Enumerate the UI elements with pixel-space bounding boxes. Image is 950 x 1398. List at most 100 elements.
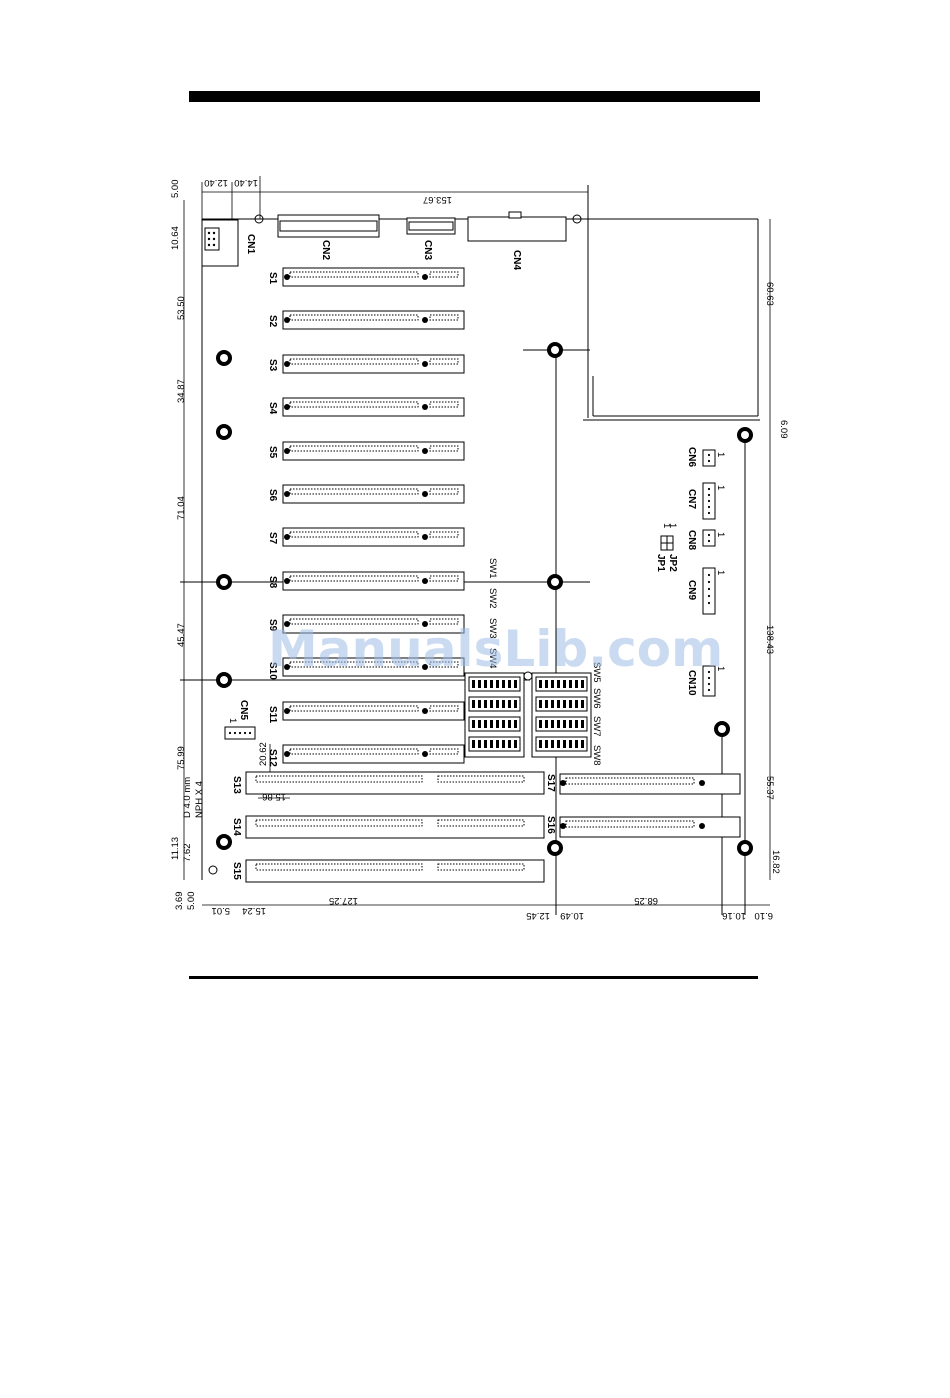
jp2-label: JP2	[667, 554, 678, 572]
cn3-label: CN3	[422, 240, 433, 260]
mounting-hole	[547, 342, 563, 358]
cn6-connector	[702, 449, 716, 467]
isa-slot-s3	[282, 354, 465, 374]
mounting-hole	[216, 424, 232, 440]
dim-top-b: 12.40	[204, 177, 228, 188]
sw7-label: SW7	[591, 716, 602, 737]
cn10-label: CN10	[686, 670, 697, 696]
pci-slot-s16	[559, 816, 741, 838]
sw8-label: SW8	[591, 745, 602, 766]
dim-left-369: 3.69	[174, 892, 185, 911]
isa-slot-s4	[282, 397, 465, 417]
cn7-connector	[702, 482, 716, 520]
dim-left-5350: 53.50	[176, 296, 187, 320]
mounting-hole	[216, 350, 232, 366]
dim-bot-1245: 12.45	[526, 910, 550, 921]
hole-note-line2: NPH X 4	[194, 781, 205, 818]
cn5-pin1: 1	[227, 718, 238, 723]
isa-slot-label-s6: S6	[267, 489, 278, 502]
nph-holes	[208, 214, 582, 875]
pci-slot-s17	[559, 773, 741, 795]
dim-left-500b: 5.00	[186, 892, 197, 911]
mounting-hole	[216, 672, 232, 688]
s14-label: S14	[231, 818, 242, 836]
cn5-connector	[224, 726, 256, 740]
dim-right-5537: 55.37	[764, 776, 775, 800]
jp1-pin1: 1	[661, 523, 672, 528]
cn10-connector	[702, 665, 716, 697]
header-rule	[189, 91, 760, 102]
isa-slot-s5	[282, 441, 465, 461]
footer-rule	[189, 976, 758, 979]
dim-left-3487: 34.87	[176, 379, 187, 403]
dim-left-7599: 75.99	[176, 746, 187, 770]
s16-label: S16	[545, 816, 556, 834]
dim-right-1682: 16.82	[770, 850, 781, 874]
cn2-label: CN2	[320, 240, 331, 260]
dim-bot-1524: 15.24	[242, 905, 266, 916]
isa-slot-label-s4: S4	[267, 402, 278, 415]
sw3-label: SW3	[487, 618, 498, 639]
dip-switch-bank-right	[531, 672, 592, 758]
isa-slot-label-s11: S11	[267, 706, 278, 724]
dim-bot-1016: 10.16	[722, 910, 746, 921]
cn9-connector	[702, 567, 716, 615]
isa-slot-label-s3: S3	[267, 359, 278, 372]
isa-slot-s10	[282, 657, 465, 677]
sw1-label: SW1	[487, 558, 498, 579]
mounting-hole	[547, 574, 563, 590]
mounting-hole	[547, 840, 563, 856]
cn9-pin1: 1	[715, 570, 726, 575]
isa-slot-s9	[282, 614, 465, 634]
s15-label: S15	[231, 862, 242, 880]
isa-slot-label-s10: S10	[267, 662, 278, 680]
dimension-lines	[183, 176, 771, 906]
mounting-hole	[737, 840, 753, 856]
manualslib-watermark: ManualsLib.com	[268, 620, 723, 678]
cn3-connector	[406, 217, 456, 235]
mounting-hole	[737, 427, 753, 443]
hole-note-line1: D 4.0 mm	[182, 777, 193, 818]
sw6-label: SW6	[591, 688, 602, 709]
jp1-label: JP1	[655, 554, 666, 572]
dim-top-a: 14.40	[234, 177, 258, 188]
pci-slot-s13	[245, 771, 545, 795]
dim-right-13843: 138.43	[764, 625, 775, 654]
cn1-connector	[201, 219, 239, 267]
mounting-hole	[216, 834, 232, 850]
sw5-label: SW5	[591, 662, 602, 683]
pci-slot-s14	[245, 815, 545, 839]
dim-right-609: 6.09	[778, 420, 789, 439]
cn7-pin1: 1	[715, 485, 726, 490]
dim-bot-6825: 68.25	[634, 895, 658, 906]
isa-slot-s11	[282, 701, 465, 721]
cn2-connector	[277, 214, 380, 238]
isa-slot-label-s2: S2	[267, 315, 278, 328]
dim-bot-610: 6.10	[755, 910, 774, 921]
dim-top-c: 153.67	[423, 194, 452, 205]
cn4-label: CN4	[511, 250, 522, 270]
isa-slot-s6	[282, 484, 465, 504]
cn8-pin1: 1	[715, 532, 726, 537]
cn8-label: CN8	[686, 530, 697, 550]
dim-2062: 20.62	[258, 742, 269, 766]
cn1-label: CN1	[245, 234, 256, 254]
isa-slot-s12	[282, 744, 465, 764]
s17-label: S17	[545, 774, 556, 792]
mounting-hole	[714, 721, 730, 737]
pci-slot-s15	[245, 859, 545, 883]
mounting-hole	[216, 574, 232, 590]
isa-slot-label-s7: S7	[267, 532, 278, 545]
isa-slot-s1	[282, 267, 465, 287]
dim-bot-1049: 10.49	[560, 910, 584, 921]
dim-right-6063: 60.63	[764, 282, 775, 306]
cn8-connector	[702, 529, 716, 547]
cn4-connector	[467, 211, 567, 242]
dim-left-1064: 10.64	[170, 226, 181, 250]
s13-label: S13	[231, 776, 242, 794]
jp2-pin1: 1	[667, 523, 678, 528]
isa-slot-s8	[282, 571, 465, 591]
cn9-label: CN9	[686, 580, 697, 600]
